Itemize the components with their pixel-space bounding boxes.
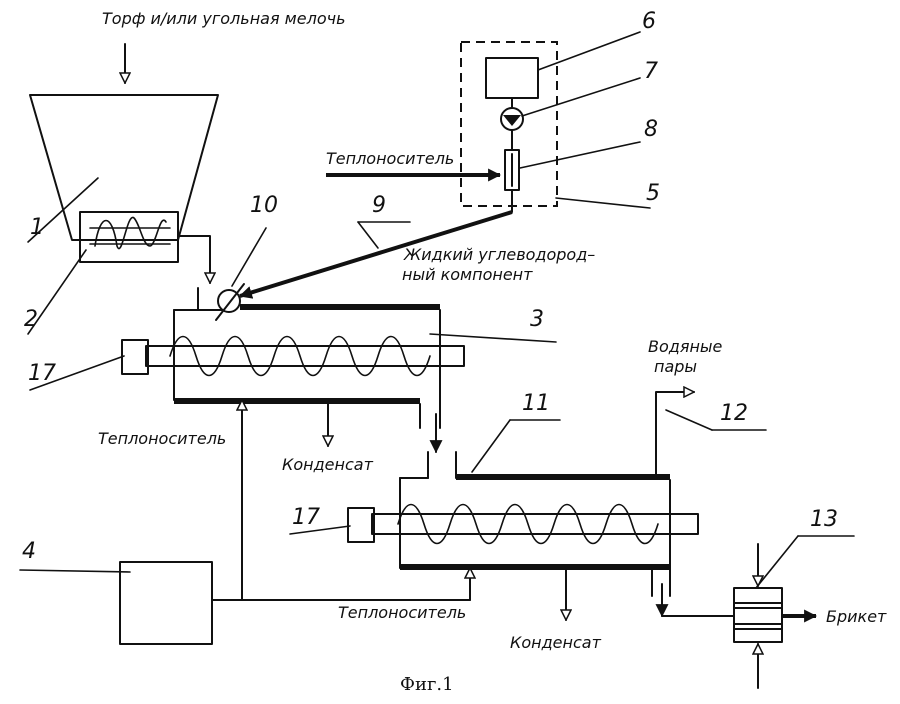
ref-number-17-upper: 17 xyxy=(28,361,56,386)
ref-number-8: 8 xyxy=(644,117,658,142)
water-vapor-label-line1: Водяные xyxy=(648,337,723,356)
ref-number-17-lower: 17 xyxy=(292,505,320,530)
briquette-label: Брикет xyxy=(826,607,887,626)
liquid-component-label-line1: Жидкий углеводород– xyxy=(403,245,595,264)
leader-lines xyxy=(19,31,855,589)
heat-carrier-bottom-label: Теплоноситель xyxy=(338,603,466,622)
ref-number-10: 10 xyxy=(250,193,278,218)
feeder-2 xyxy=(79,211,210,284)
condensate-lower-label: Конденсат xyxy=(510,633,602,652)
condensate-upper-label: Конденсат xyxy=(282,455,374,474)
heater-8 xyxy=(504,149,520,191)
liquid-component-label-line2: ный компонент xyxy=(402,265,533,284)
unit-5 xyxy=(460,41,558,207)
dryer-outlet-arrow xyxy=(655,583,735,618)
water-vapor-label-line2: пары xyxy=(654,357,697,376)
figure-caption: Фиг.1 xyxy=(400,674,454,695)
ref-number-6: 6 xyxy=(642,9,656,34)
heater-unit-4 xyxy=(119,399,470,645)
dryer-11 xyxy=(371,451,699,597)
ref-number-11: 11 xyxy=(522,391,550,416)
heat-carrier-top-label: Теплоноситель xyxy=(326,149,454,168)
ref-number-5: 5 xyxy=(646,181,660,206)
mixer-3 xyxy=(145,304,465,429)
heat-carrier-left-label: Теплоноситель xyxy=(98,429,226,448)
ref-number-3: 3 xyxy=(530,307,544,332)
motor-17-lower xyxy=(347,507,375,543)
ref-number-13: 13 xyxy=(810,507,838,532)
water-vapor-outlet-12 xyxy=(655,392,695,475)
line-9 xyxy=(238,189,513,299)
feed-label: Торф и/или угольная мелочь xyxy=(102,9,346,28)
tank-6 xyxy=(485,57,539,109)
ref-number-4: 4 xyxy=(22,539,36,564)
ref-number-12: 12 xyxy=(720,401,748,426)
motor-17-upper xyxy=(121,339,149,375)
ref-number-1: 1 xyxy=(30,215,44,240)
ref-number-7: 7 xyxy=(644,59,658,84)
valve-10 xyxy=(197,283,245,321)
hopper-1 xyxy=(29,94,219,241)
pump-7 xyxy=(500,107,524,151)
ref-number-2: 2 xyxy=(24,307,38,332)
ref-number-9: 9 xyxy=(372,193,386,218)
